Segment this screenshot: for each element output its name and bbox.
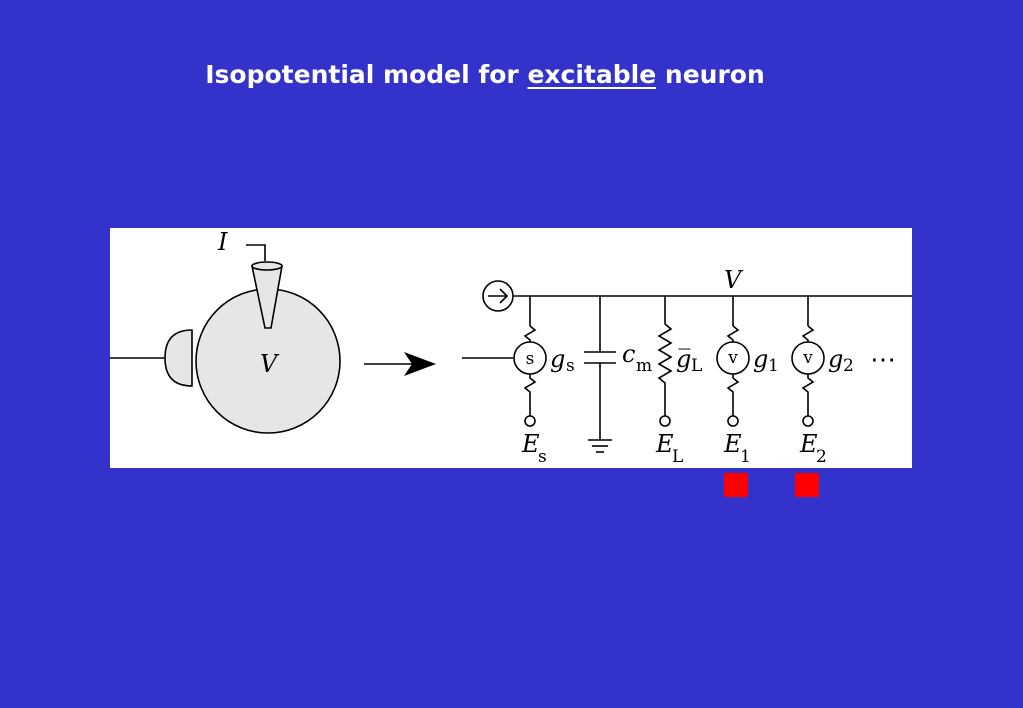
title-part-3: neuron <box>656 60 765 89</box>
g2-label: g <box>828 345 843 373</box>
transform-arrow-head <box>404 352 436 376</box>
synaptic-source-symbol: s <box>526 349 535 369</box>
more-branches-ellipsis: ⋯ <box>870 345 896 375</box>
gL-subscript: L <box>691 356 702 376</box>
EL-subscript: L <box>672 447 683 467</box>
recording-electrode <box>164 329 193 387</box>
Es-label: E <box>521 430 540 458</box>
g2-subscript: 2 <box>843 356 854 376</box>
g1-label: g <box>753 345 768 373</box>
channel-1-symbol: v <box>727 348 738 368</box>
soma-voltage-label: V <box>260 350 280 378</box>
current-wire <box>246 244 266 261</box>
E2-subscript: 2 <box>816 447 827 467</box>
EL-label: E <box>655 430 674 458</box>
Es-subscript: s <box>538 447 547 467</box>
gs-label: g <box>550 345 565 373</box>
cm-label: c <box>622 340 635 368</box>
g1-subscript: 1 <box>768 356 779 376</box>
pipette-rim <box>251 261 283 271</box>
rail-voltage-label: V <box>724 266 744 294</box>
E1-subscript: 1 <box>740 447 751 467</box>
title-emphasis: excitable <box>527 60 657 89</box>
branch-leak <box>657 296 673 427</box>
gL-label: g̅ <box>676 345 691 373</box>
title-part-1: Isopotential model for <box>205 60 528 89</box>
circuit-diagram: I V V s v v g s c m g̅ L g 1 g 2 ⋯ E s <box>110 228 912 467</box>
gs-subscript: s <box>566 356 575 376</box>
cm-subscript: m <box>636 356 652 376</box>
page-title: Isopotential model for excitable neuron <box>0 60 970 89</box>
branch-2 <box>791 296 825 427</box>
highlight-marker-2 <box>795 473 819 497</box>
branch-capacitor <box>584 296 616 453</box>
E2-label: E <box>799 430 818 458</box>
highlight-marker-1 <box>724 473 748 497</box>
diagram-panel: I V V s v v g s c m g̅ L g 1 g 2 ⋯ E s <box>110 228 912 468</box>
current-label: I <box>217 228 228 256</box>
branch-1 <box>716 296 750 427</box>
channel-2-symbol: v <box>802 348 813 368</box>
E1-label: E <box>723 430 742 458</box>
current-source <box>482 280 514 312</box>
branch-synaptic <box>513 296 547 427</box>
